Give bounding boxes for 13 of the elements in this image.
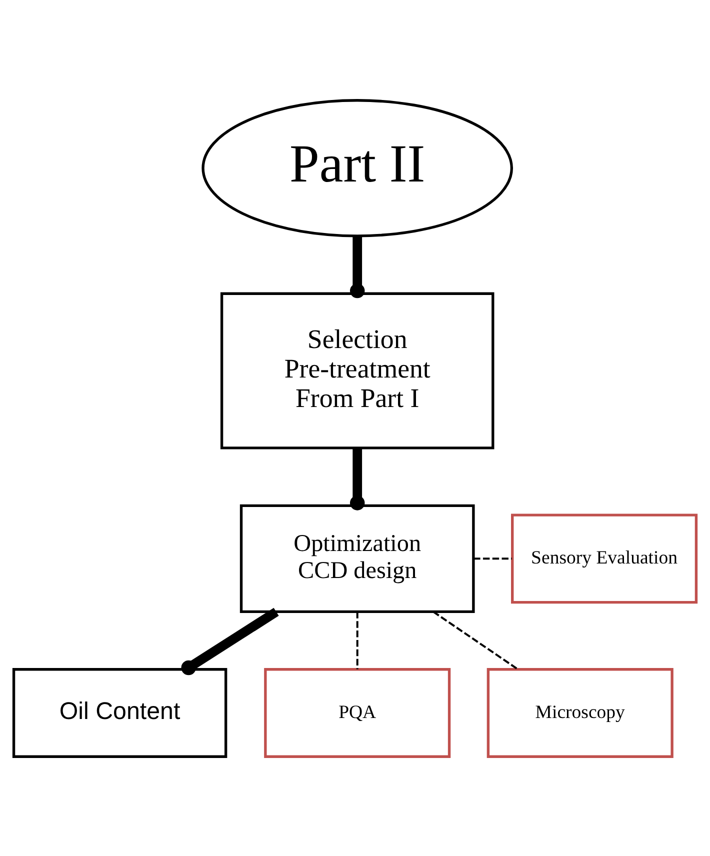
connector bbox=[356, 611, 358, 669]
node-ellipse: Part II bbox=[202, 98, 514, 237]
connector bbox=[474, 557, 512, 560]
node-box: PQA bbox=[264, 668, 451, 758]
connector bbox=[181, 607, 279, 675]
node-box: Microscopy bbox=[486, 668, 674, 758]
connector bbox=[432, 610, 518, 670]
node-box: Sensory Evaluation bbox=[511, 513, 698, 604]
node-box: Oil Content bbox=[12, 668, 228, 758]
connector bbox=[350, 448, 365, 510]
node-box: Optimization CCD design bbox=[240, 504, 475, 613]
connector bbox=[350, 236, 365, 298]
node-box: Selection Pre-treatment From Part I bbox=[220, 292, 494, 449]
